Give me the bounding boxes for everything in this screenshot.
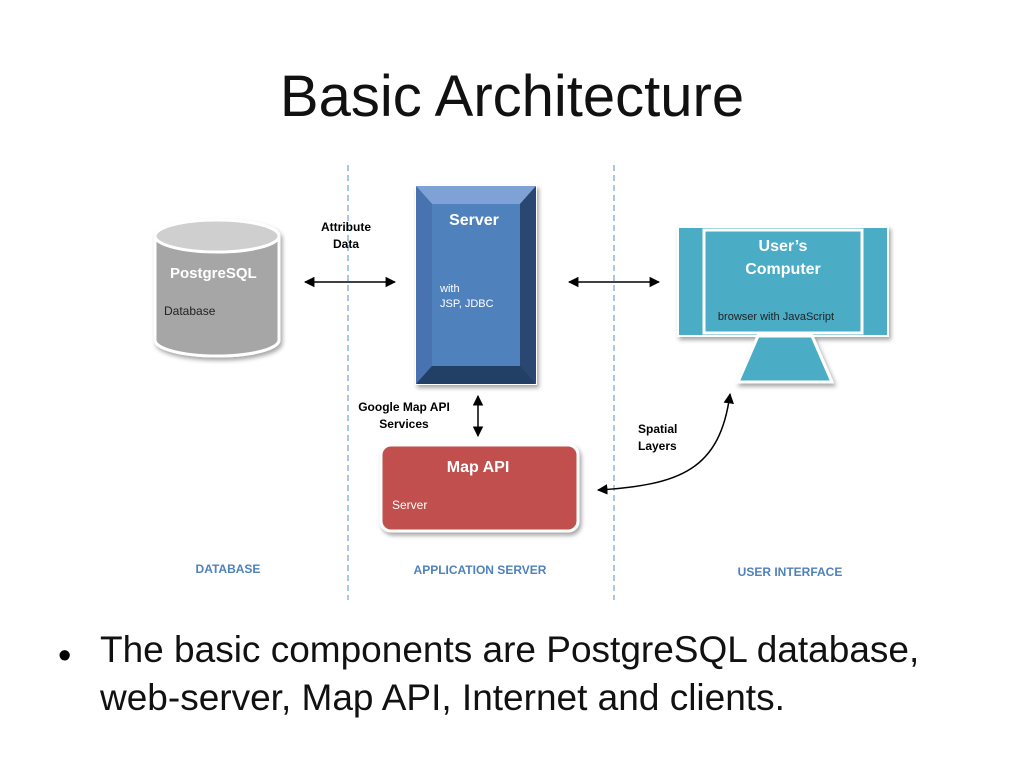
section-label-user-interface: USER INTERFACE [738,565,843,579]
slide-title: Basic Architecture [279,64,745,129]
section-label-application-server: APPLICATION SERVER [414,563,547,577]
server-sublabel-jsp-jdbc: JSP, JDBC [440,298,494,310]
arrow-mapapi-user-curve [596,392,734,495]
postgresql-database-cylinder [153,218,281,358]
database-sublabel: Database [164,304,216,318]
server-label: Server [449,212,499,229]
section-label-database: DATABASE [196,562,261,576]
map-api-label: Map API [447,459,510,476]
spatial-layers-label-line1: Spatial [638,422,677,436]
postgresql-label: PostgreSQL [170,265,257,282]
server-sublabel-with: with [439,283,460,295]
google-map-label-line2: Services [379,417,429,431]
users-computer-label-line2: Computer [745,261,821,278]
spatial-layers-label-line2: Layers [638,439,677,453]
google-map-label-line1: Google Map API [358,400,450,414]
map-api-sublabel: Server [392,498,427,512]
users-computer-label-line1: User’s [759,238,808,255]
users-computer-sublabel: browser with JavaScript [718,311,834,323]
users-computer-monitor [677,226,889,384]
bullet-text: The basic components are PostgreSQL data… [100,629,920,718]
server-box [415,185,537,385]
attribute-data-label-line1: Attribute [321,220,371,234]
attribute-data-label-line2: Data [333,237,359,251]
bullet-dot-icon: • [58,635,72,677]
map-api-box [379,443,580,533]
